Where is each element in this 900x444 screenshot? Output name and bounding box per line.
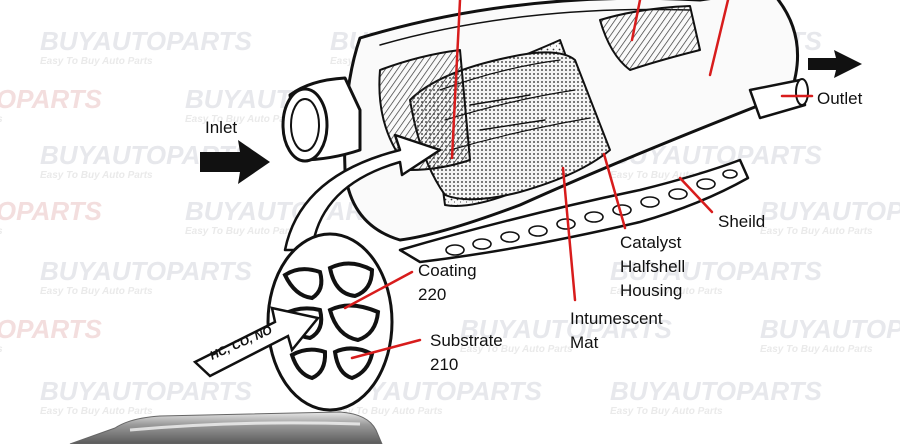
svg-text:Easy To Buy Auto Parts: Easy To Buy Auto Parts <box>0 114 3 125</box>
leader-top-middle <box>630 0 642 42</box>
svg-text:Easy To Buy Auto Parts: Easy To Buy Auto Parts <box>760 344 873 355</box>
converter-photo-partial <box>69 411 383 444</box>
label-sheild: Sheild <box>718 212 765 231</box>
label-catalyst-line3: Housing <box>620 281 682 300</box>
outlet-pipe <box>748 78 807 120</box>
leader-lines <box>343 0 814 360</box>
svg-text:BUYAUTOPARTS: BUYAUTOPARTS <box>40 376 253 406</box>
exhaust-flow-arrow <box>283 133 442 252</box>
svg-text:BUYAUTOPARTS: BUYAUTOPARTS <box>40 256 253 286</box>
label-coating-line1: Coating <box>418 261 477 280</box>
leader-intumescent <box>561 166 577 302</box>
svg-text:Easy To Buy Auto Parts: Easy To Buy Auto Parts <box>185 114 298 125</box>
svg-text:Easy To Buy Auto Parts: Easy To Buy Auto Parts <box>610 170 723 181</box>
label-substrate-line1: Substrate <box>430 331 503 350</box>
svg-text:Easy To Buy Auto Parts: Easy To Buy Auto Parts <box>40 406 153 417</box>
svg-text:Easy To Buy Auto Parts: Easy To Buy Auto Parts <box>610 406 723 417</box>
label-intumescent-line1: Intumescent <box>570 309 663 328</box>
svg-text:Easy To Buy Auto Parts: Easy To Buy Auto Parts <box>610 286 723 297</box>
svg-text:BUYAUTOPARTS: BUYAUTOPARTS <box>0 314 103 344</box>
svg-text:BUYAUTOPARTS: BUYAUTOPARTS <box>760 314 900 344</box>
outlet-arrow-icon <box>808 50 862 78</box>
svg-text:Easy To Buy Auto Parts: Easy To Buy Auto Parts <box>0 226 3 237</box>
svg-text:BUYAUTOPARTS: BUYAUTOPARTS <box>610 256 823 286</box>
svg-text:Easy To Buy Auto Parts: Easy To Buy Auto Parts <box>40 286 153 297</box>
svg-text:Easy To Buy Auto Parts: Easy To Buy Auto Parts <box>40 56 153 67</box>
label-outlet: Outlet <box>817 89 863 108</box>
svg-text:Easy To Buy Auto Parts: Easy To Buy Auto Parts <box>0 344 3 355</box>
leader-substrate <box>350 338 422 360</box>
svg-text:BUYAUTOPARTS: BUYAUTOPARTS <box>40 26 253 56</box>
svg-text:Easy To Buy Auto Parts: Easy To Buy Auto Parts <box>185 226 298 237</box>
label-coating-line2: 220 <box>418 285 446 304</box>
svg-text:BUYAUTOPARTS: BUYAUTOPARTS <box>0 84 103 114</box>
label-catalyst-line2: Halfshell <box>620 257 685 276</box>
inlet-arrow-icon <box>200 140 270 184</box>
leader-top-left <box>450 0 462 160</box>
converter-illustration <box>281 0 809 264</box>
halfshell-hatched <box>599 5 701 71</box>
label-intumescent-line2: Mat <box>570 333 599 352</box>
svg-text:Easy To Buy Auto Parts: Easy To Buy Auto Parts <box>40 170 153 181</box>
label-substrate-line2: 210 <box>430 355 458 374</box>
labels: Inlet Outlet Sheild Catalyst Halfshell H… <box>205 89 863 374</box>
leader-top-right <box>708 0 730 77</box>
gas-inflow-arrow <box>192 306 321 378</box>
heat-shield <box>398 158 750 264</box>
leader-coating <box>343 270 414 310</box>
svg-text:BUYAUTOPARTS: BUYAUTOPARTS <box>0 196 103 226</box>
leader-catalyst <box>602 152 627 230</box>
label-catalyst-line1: Catalyst <box>620 233 682 252</box>
svg-text:Easy To Buy Auto Parts: Easy To Buy Auto Parts <box>330 406 443 417</box>
leader-sheild <box>678 176 714 214</box>
svg-text:BUYAUTOPARTS: BUYAUTOPARTS <box>610 376 823 406</box>
svg-text:Easy To Buy Auto Parts: Easy To Buy Auto Parts <box>760 226 873 237</box>
svg-text:Easy To Buy Auto Parts: Easy To Buy Auto Parts <box>460 344 573 355</box>
svg-text:BUYAUTOPARTS: BUYAUTOPARTS <box>460 314 673 344</box>
label-inlet: Inlet <box>205 118 237 137</box>
svg-text:BUYAUTOPARTS: BUYAUTOPARTS <box>760 196 900 226</box>
shield-perforations <box>445 169 738 256</box>
